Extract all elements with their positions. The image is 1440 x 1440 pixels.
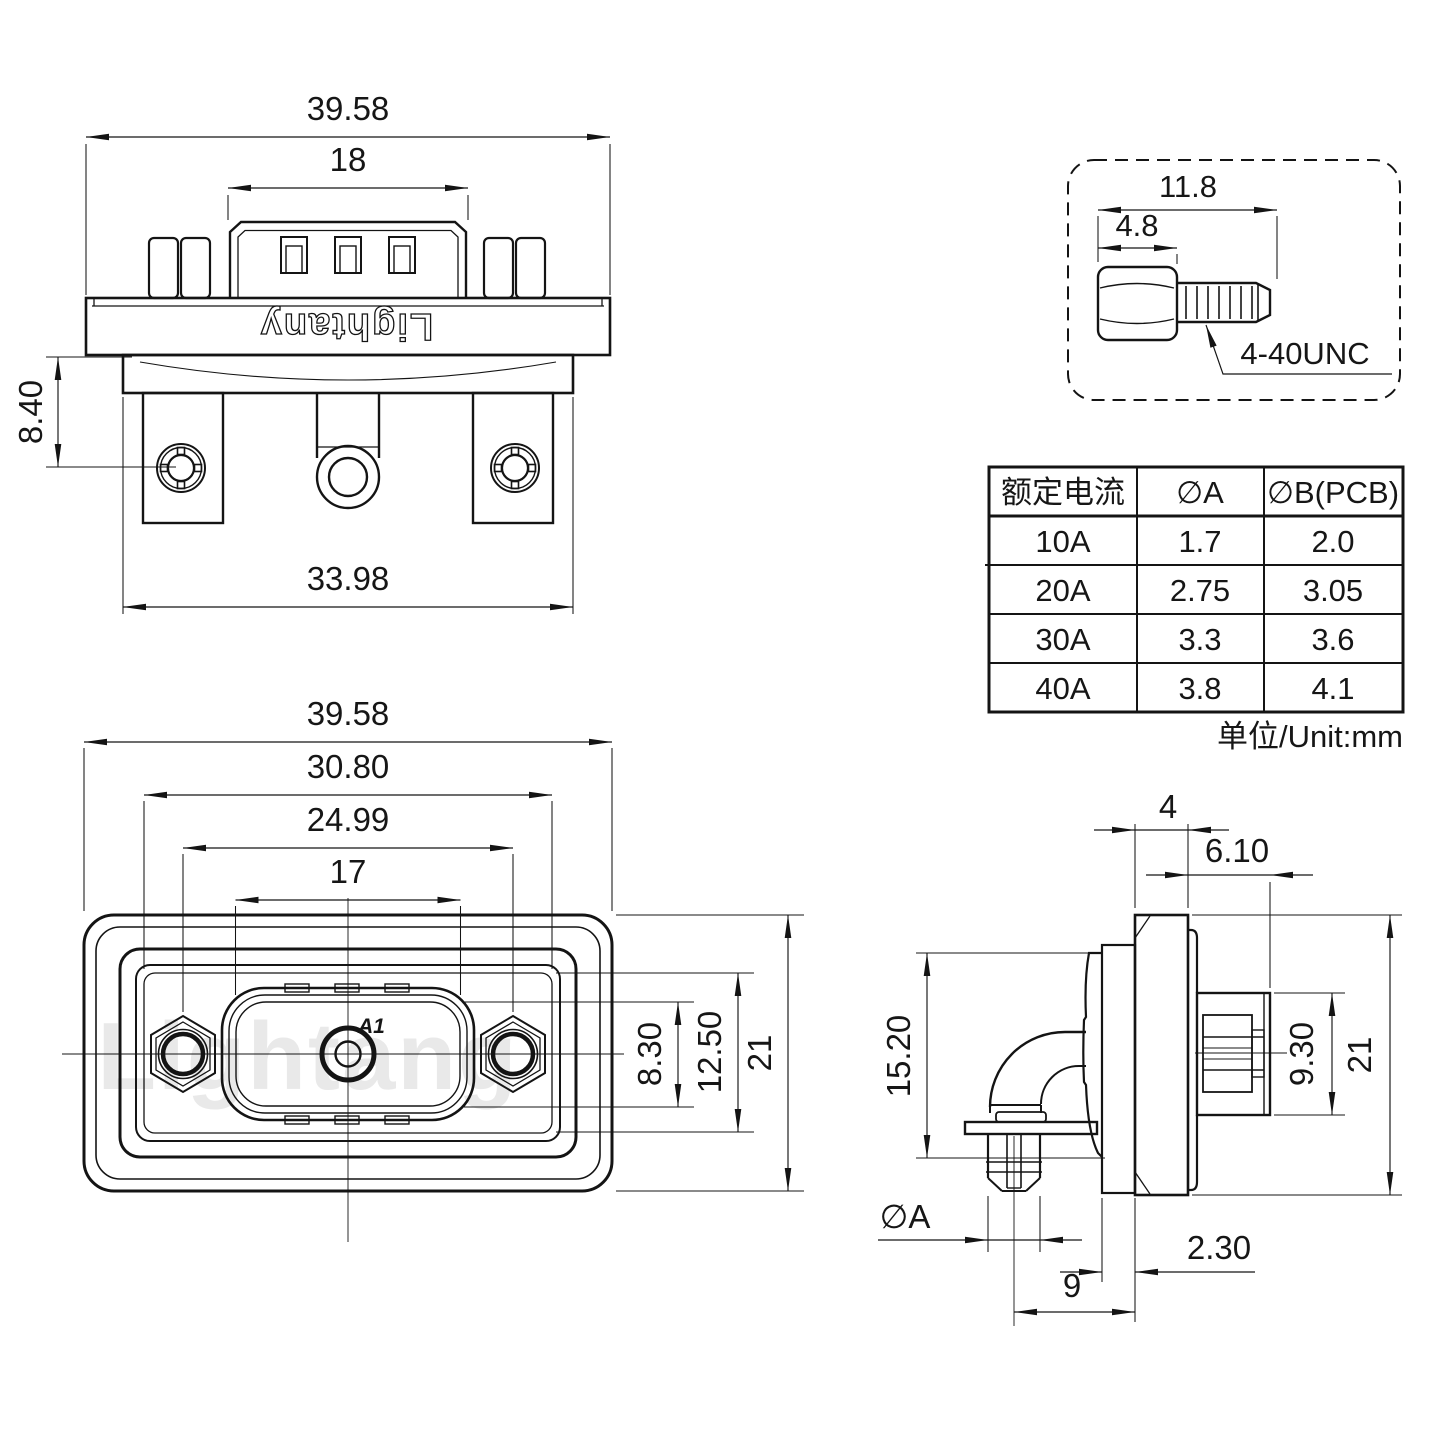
side-view: 4 6.10 15.20 9.30 21 ∅A 2.30: [878, 788, 1402, 1326]
svg-text:1.7: 1.7: [1178, 524, 1221, 559]
dim-side-pin-span: 9: [1063, 1267, 1081, 1304]
side-flange: [1133, 913, 1190, 1197]
table-row: 20A 2.75 3.05: [1035, 573, 1363, 608]
dim-top-overall-width: 39.58: [307, 90, 390, 127]
contact-a1-label: A1: [357, 1015, 385, 1038]
insulator-cap: [1082, 951, 1103, 1158]
body-curve: [139, 361, 557, 381]
screw-detail: 11.8 4.8 4-40UNC: [1067, 159, 1401, 401]
svg-text:2.75: 2.75: [1170, 573, 1230, 608]
dim-front-insert-height: 8.30: [631, 1022, 668, 1086]
left-tab: [141, 391, 225, 525]
table-row: 10A 1.7 2.0: [1035, 524, 1354, 559]
pin-slots: [280, 236, 416, 274]
spacer-strip: [1100, 943, 1137, 1195]
dim-top-flange-offset: 8.40: [12, 380, 49, 444]
dim-top-insert-width: 18: [330, 141, 367, 178]
table-header-dia-b: ∅B(PCB): [1267, 475, 1399, 510]
dim-front-insert-width: 17: [330, 853, 367, 890]
dim-front-panel-width: 30.80: [307, 748, 390, 785]
body-tier: [121, 353, 575, 395]
d-insert: [220, 983, 476, 1125]
table-row: 30A 3.3 3.6: [1035, 622, 1354, 657]
dim-side-shroud-depth: 6.10: [1205, 832, 1269, 869]
shroud-rib-top: [1188, 928, 1199, 993]
contact-block: [1195, 991, 1287, 1117]
svg-text:2.0: 2.0: [1311, 524, 1354, 559]
elbow-tube: [988, 1030, 1086, 1123]
bracket-plate: [963, 1120, 1099, 1136]
svg-text:10A: 10A: [1035, 524, 1090, 559]
dim-screw-length: 11.8: [1159, 169, 1217, 204]
left-hex-nut: [150, 1014, 216, 1094]
right-screw-hole: [490, 443, 540, 493]
screw-head: [1096, 265, 1179, 342]
screw-shaft: [1177, 281, 1272, 324]
right-tab: [471, 391, 555, 525]
right-hex-nut: [480, 1014, 546, 1094]
dim-side-overall-height: 21: [1341, 1037, 1378, 1074]
watermark-text: Lightang: [97, 1003, 518, 1110]
front-view: A1 39.58 30.80 24.99 17 8.30 12.50: [62, 695, 804, 1242]
dim-side-contact-height: 9.30: [1283, 1022, 1320, 1086]
dim-top-body-width: 33.98: [307, 560, 390, 597]
svg-text:3.05: 3.05: [1303, 573, 1363, 608]
dim-side-body-height: 15.20: [880, 1015, 917, 1098]
left-screw-hole: [156, 443, 206, 493]
svg-text:4.1: 4.1: [1311, 671, 1354, 706]
top-view: Lightany: [12, 90, 612, 614]
dim-front-panel-height: 12.50: [691, 1011, 728, 1094]
shroud-inner-line: [237, 229, 459, 298]
dim-screw-head-length: 4.8: [1115, 208, 1158, 243]
flange-logo-text: Lightany: [259, 305, 433, 347]
dim-side-pin-offset: 2.30: [1187, 1229, 1251, 1266]
spec-table: 额定电流 ∅A ∅B(PCB) 10A 1.7 2.0 20A 2.75 3.0…: [985, 465, 1405, 754]
svg-text:3.8: 3.8: [1178, 671, 1221, 706]
dim-front-overall-width: 39.58: [307, 695, 390, 732]
svg-text:3.3: 3.3: [1178, 622, 1221, 657]
dim-side-pin-diameter: ∅A: [880, 1198, 931, 1235]
center-lug: [315, 393, 381, 510]
svg-text:30A: 30A: [1035, 622, 1090, 657]
side-blocks: [147, 236, 547, 300]
thread-lines: [1185, 284, 1259, 321]
svg-text:20A: 20A: [1035, 573, 1090, 608]
svg-text:3.6: 3.6: [1311, 622, 1354, 657]
table-header-dia-a: ∅A: [1176, 475, 1224, 510]
coax-contact-outer: [319, 1025, 377, 1083]
table-header-current: 额定电流: [1001, 475, 1125, 510]
shroud-outline: [228, 220, 468, 298]
shroud-rib-bottom: [1188, 1115, 1199, 1192]
unit-note: 单位/Unit:mm: [1217, 719, 1403, 754]
table-row: 40A 3.8 4.1: [1035, 671, 1354, 706]
dim-front-hole-spacing: 24.99: [307, 801, 390, 838]
coax-contact-pin: [334, 1040, 362, 1068]
thread-spec-label: 4-40UNC: [1240, 336, 1369, 371]
dim-side-flange-thickness: 4: [1159, 788, 1177, 825]
svg-text:40A: 40A: [1035, 671, 1090, 706]
dim-front-overall-height: 21: [741, 1035, 778, 1072]
